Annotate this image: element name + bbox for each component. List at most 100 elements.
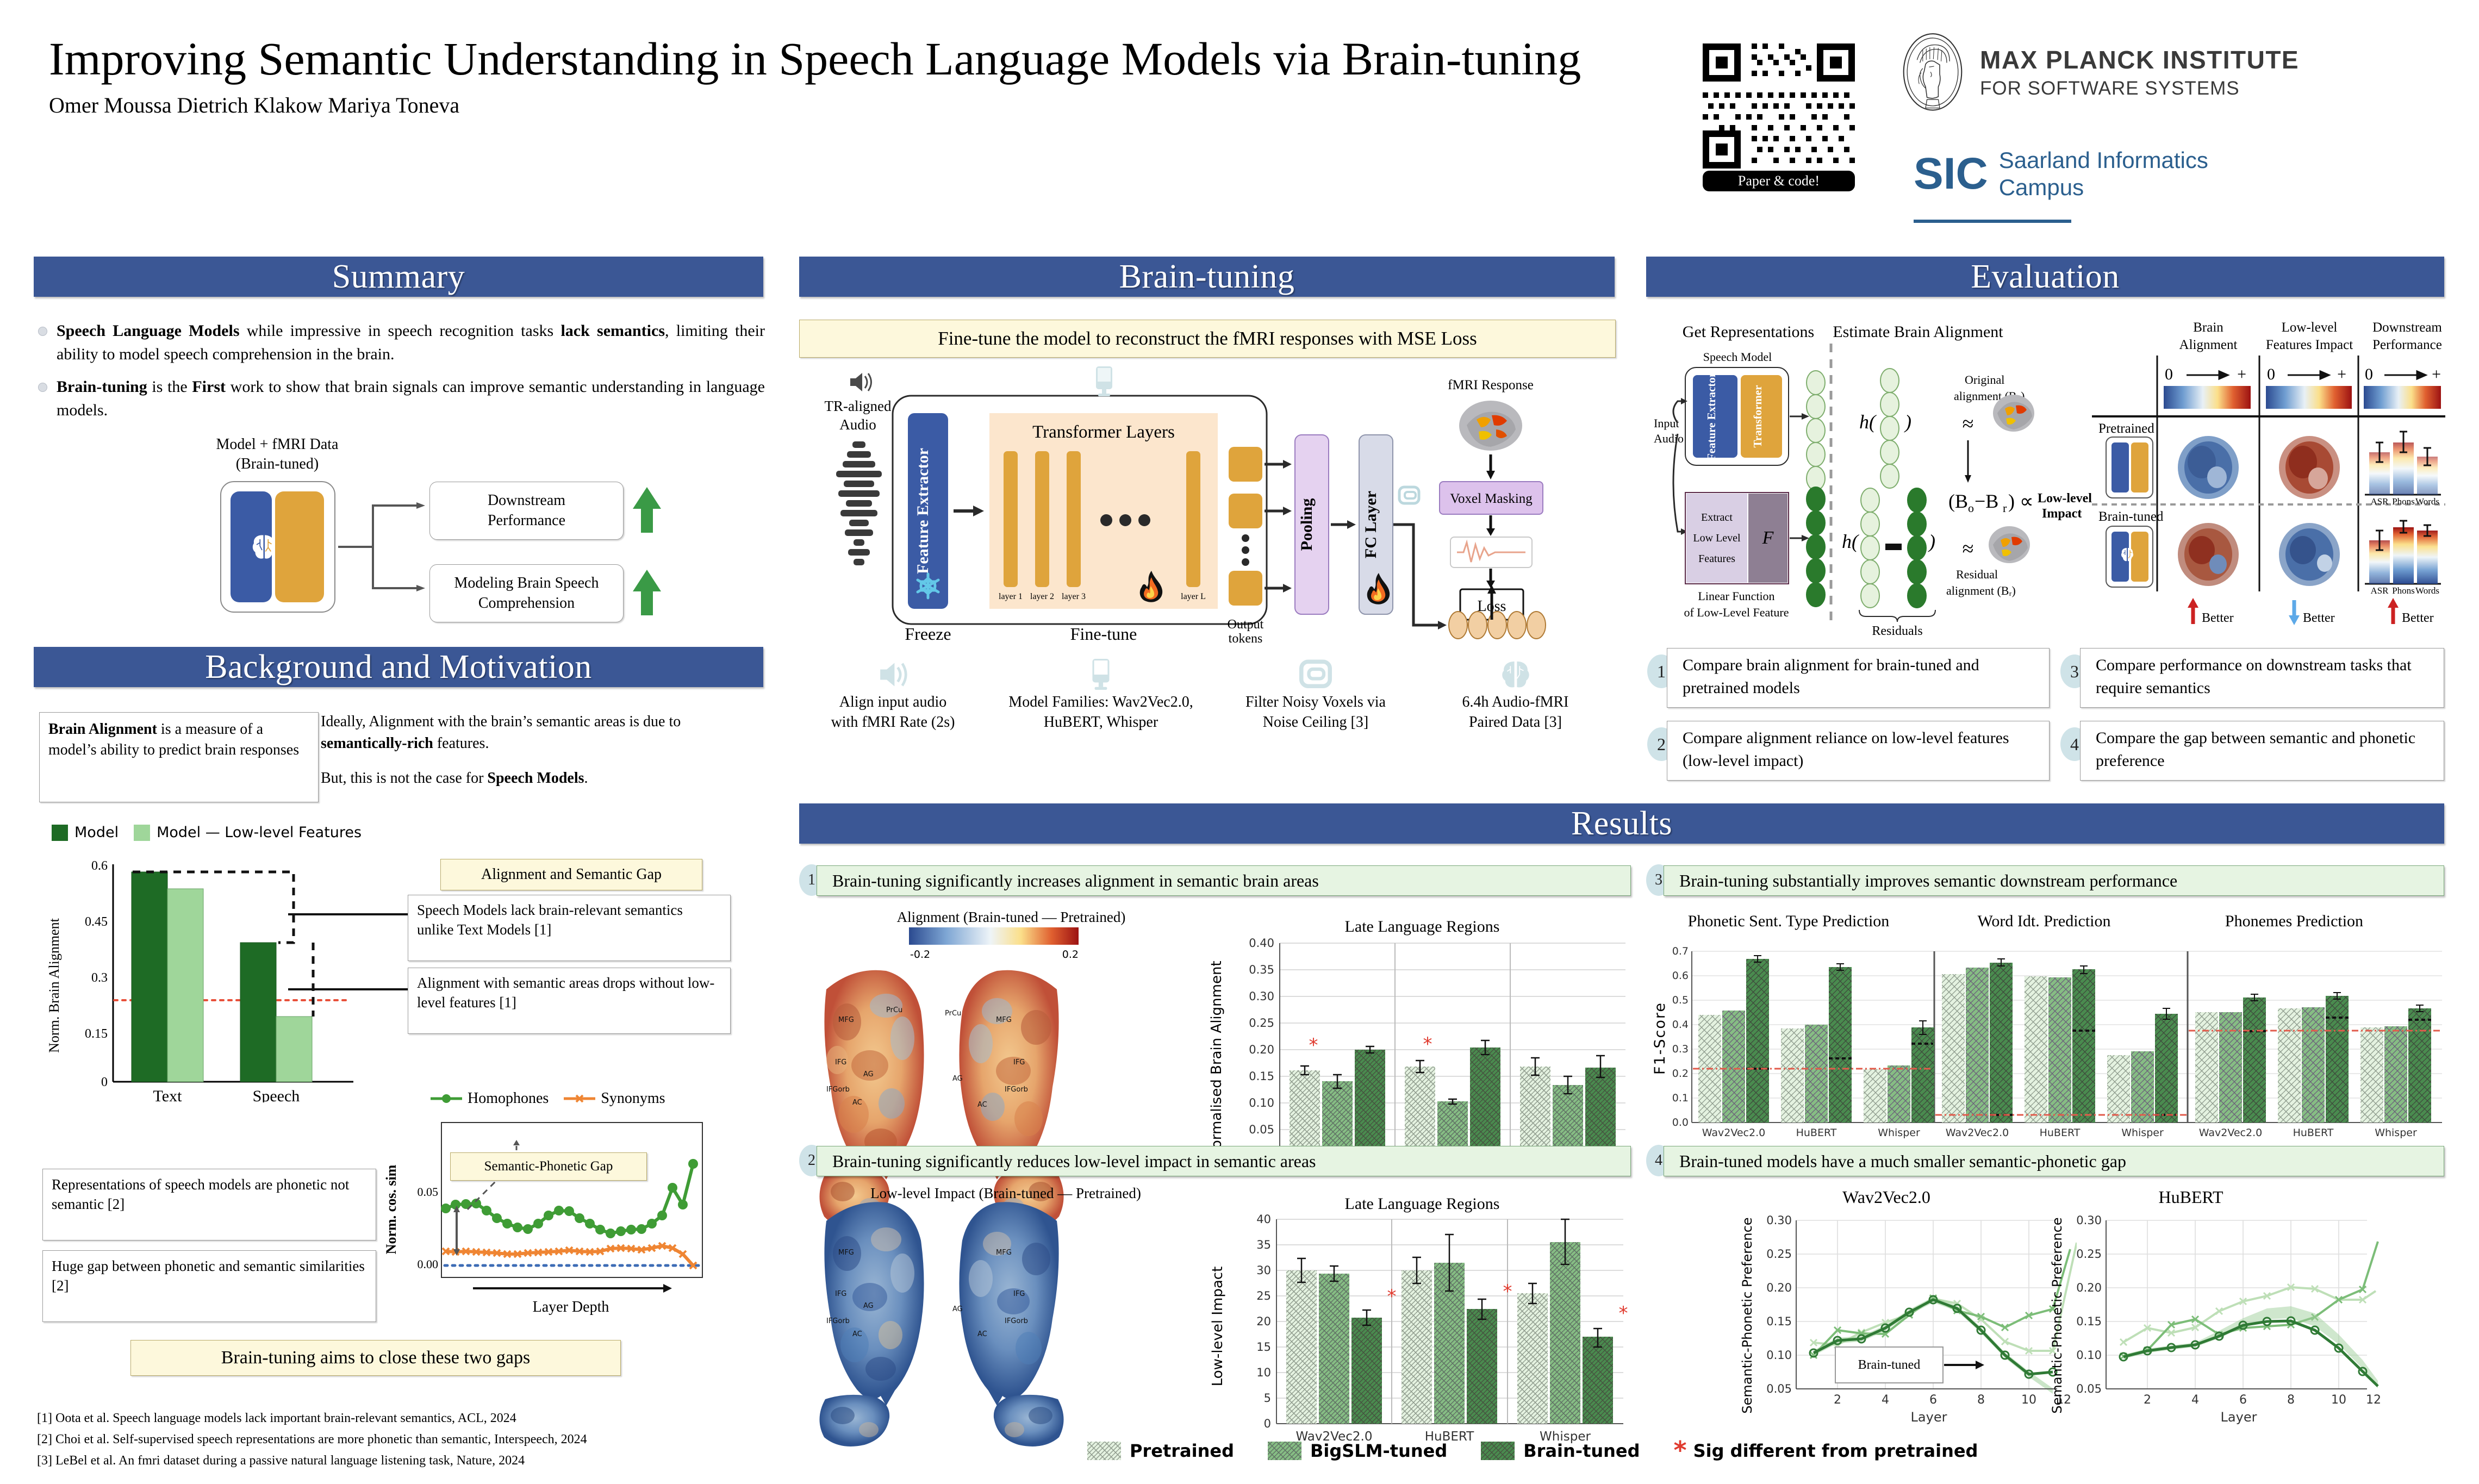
svg-text:25: 25 xyxy=(1256,1289,1271,1302)
svg-text:15: 15 xyxy=(1256,1340,1271,1354)
svg-text:10: 10 xyxy=(2021,1393,2036,1407)
snowflake-icon xyxy=(916,572,940,600)
svg-text:Whisper: Whisper xyxy=(2375,1127,2417,1139)
svg-text:AG: AG xyxy=(952,1075,963,1083)
svg-text:F1-Score: F1-Score xyxy=(1653,1002,1668,1075)
svg-text:IFGorb: IFGorb xyxy=(1005,1317,1028,1325)
monitor-icon xyxy=(1096,366,1112,396)
svg-text:HuBERT: HuBERT xyxy=(2293,1127,2334,1139)
svg-text:0.35: 0.35 xyxy=(1249,963,1274,976)
svg-text:AG: AG xyxy=(863,1070,874,1078)
svg-text:0: 0 xyxy=(2365,365,2373,383)
svg-text:0.30: 0.30 xyxy=(1249,990,1274,1003)
result-4-subtitles: Wav2Vec2.0 HuBERT xyxy=(1734,1187,2419,1207)
svg-text:IFGorb: IFGorb xyxy=(826,1317,850,1325)
svg-text:0: 0 xyxy=(101,1075,108,1089)
background-note-2: Alignment with semantic areas drops with… xyxy=(408,968,731,1034)
section-header-evaluation: Evaluation xyxy=(1646,257,2444,297)
result-3-subtitles: Phonetic Sent. Type Prediction Word Idt.… xyxy=(1658,912,2441,931)
svg-text:(B: (B xyxy=(1948,490,1968,512)
svg-text:Wav2Vec2.0: Wav2Vec2.0 xyxy=(2199,1127,2262,1139)
svg-text:Features Impact: Features Impact xyxy=(2266,338,2353,352)
svg-text:IFG: IFG xyxy=(1013,1290,1025,1298)
qr-code-block[interactable]: Paper & code! xyxy=(1703,43,1855,191)
legend-label: Model xyxy=(74,824,119,841)
alignment-semantic-gap-callout: Alignment and Semantic Gap xyxy=(440,859,702,890)
svg-text:2: 2 xyxy=(2144,1393,2151,1407)
background-note-4: Huge gap between phonetic and semantic s… xyxy=(42,1250,376,1322)
evaluation-question-4: 4 Compare the gap between semantic and p… xyxy=(2060,721,2444,781)
reference-item: [2] Choi et al. Self-supervised speech r… xyxy=(37,1432,587,1446)
semantic-phonetic-gap-callout: Semantic-Phonetic Gap xyxy=(450,1152,647,1181)
svg-text:Residuals: Residuals xyxy=(1872,624,1922,635)
poster-header: Improving Semantic Understanding in Spee… xyxy=(49,33,1658,118)
chart-title: Wav2Vec2.0 xyxy=(1842,1187,1930,1207)
svg-text:6: 6 xyxy=(1929,1393,1937,1407)
svg-text:Semantic-Phonetic Preference: Semantic-Phonetic Preference xyxy=(1740,1217,1755,1413)
brain-tuned-model-icon xyxy=(220,481,335,613)
svg-text:Pooling: Pooling xyxy=(1298,498,1316,551)
svg-text:Brain-tuned: Brain-tuned xyxy=(1858,1358,1921,1372)
svg-text:8: 8 xyxy=(1977,1393,1985,1407)
svg-text:0.25: 0.25 xyxy=(1766,1248,1792,1261)
svg-text:0: 0 xyxy=(2165,365,2173,383)
svg-text:Extract: Extract xyxy=(1701,512,1733,523)
svg-text:h(: h( xyxy=(1842,531,1859,552)
svg-text:5: 5 xyxy=(1264,1392,1271,1405)
qr-code-icon xyxy=(1703,43,1855,169)
svg-text:*: * xyxy=(1309,1034,1318,1056)
svg-text:Wav2Vec2.0: Wav2Vec2.0 xyxy=(1296,1430,1373,1444)
svg-text:Pretrained: Pretrained xyxy=(2098,421,2154,436)
legend-swatch-pretrained xyxy=(1087,1442,1121,1460)
svg-text:4: 4 xyxy=(1882,1393,1889,1407)
svg-text:*: * xyxy=(1423,1033,1432,1055)
evaluation-question-3: 3 Compare performance on downstream task… xyxy=(2060,648,2444,708)
svg-text:0.15: 0.15 xyxy=(1766,1315,1792,1328)
summary-diagram: Model + fMRI Data (Brain-tuned) Downstre… xyxy=(179,435,767,622)
flame-icon xyxy=(1367,573,1390,604)
lowlevel-impact-map-pretrained xyxy=(2279,436,2340,499)
svg-text:IFGorb: IFGorb xyxy=(1005,1086,1028,1094)
flame-icon xyxy=(1139,571,1163,602)
svg-text:10: 10 xyxy=(2331,1393,2346,1407)
mpi-logo: MAX PLANCK INSTITUTE FOR SOFTWARE SYSTEM… xyxy=(1897,32,2299,113)
svg-text:HuBERT: HuBERT xyxy=(2040,1127,2081,1139)
svg-text:Text: Text xyxy=(153,1087,183,1102)
brain-icon xyxy=(1502,661,1529,688)
summary-model-label-1: Model + fMRI Data xyxy=(216,436,339,453)
legend-label: Synonyms xyxy=(601,1090,665,1107)
svg-text:0.2: 0.2 xyxy=(1672,1068,1689,1080)
svg-text:of Low-Level Feature: of Low-Level Feature xyxy=(1684,606,1789,619)
section-header-background: Background and Motivation xyxy=(34,647,763,687)
svg-text:Words: Words xyxy=(2415,585,2439,596)
result-1-banner: 1 Brain-tuning significantly increases a… xyxy=(799,864,1631,896)
svg-text:0.15: 0.15 xyxy=(85,1027,108,1041)
svg-text:40: 40 xyxy=(1256,1213,1271,1226)
pretrained-model-icon xyxy=(2106,437,2153,498)
brain-alignment-map-pretrained xyxy=(2178,436,2239,499)
svg-text:Audio: Audio xyxy=(1654,432,1684,445)
svg-text:0.05: 0.05 xyxy=(1766,1382,1792,1395)
semantic-phonetic-gap-chart: Norm. cos. sim 0.050.00 Layer Depth xyxy=(383,1122,703,1315)
svg-text:0.15: 0.15 xyxy=(1249,1070,1274,1083)
speaker-icon xyxy=(850,373,872,391)
legend-swatch-braintuned xyxy=(1481,1442,1515,1460)
svg-text:o: o xyxy=(1968,501,1974,515)
svg-text:0.2: 0.2 xyxy=(1062,949,1079,961)
svg-text:Downstream: Downstream xyxy=(2372,320,2442,335)
svg-text:Transformer: Transformer xyxy=(1751,385,1764,447)
svg-text:F: F xyxy=(1762,528,1774,548)
legend-line-x-icon xyxy=(564,1094,596,1103)
background-paragraph-1: Ideally, Alignment with the brain’s sema… xyxy=(321,713,681,752)
svg-text:HuBERT: HuBERT xyxy=(1425,1430,1474,1444)
svg-text:HuBERT: HuBERT xyxy=(1796,1127,1837,1139)
svg-text:Norm. cos. sim: Norm. cos. sim xyxy=(383,1164,399,1254)
svg-text:Transformer Layers: Transformer Layers xyxy=(1032,422,1175,442)
list-item: Brain-tuning is the First work to show t… xyxy=(34,376,765,422)
svg-text:layer L: layer L xyxy=(1181,592,1206,601)
svg-text:Impact: Impact xyxy=(2042,507,2082,521)
svg-text:0.5: 0.5 xyxy=(1672,994,1689,1006)
svg-text:0: 0 xyxy=(2267,365,2275,383)
